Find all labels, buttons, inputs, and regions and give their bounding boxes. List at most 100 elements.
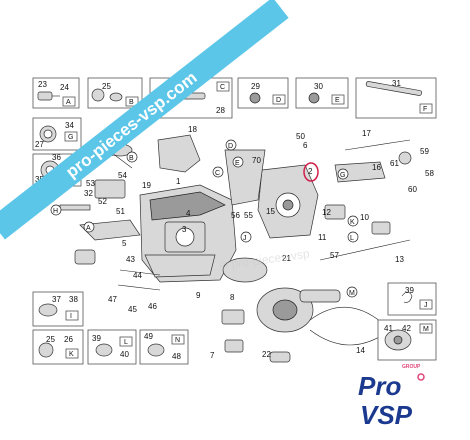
callout-70: 70 [252,156,261,165]
left-parts [59,179,291,363]
marker-m: M [349,290,355,297]
callout-8: 8 [230,293,235,302]
callout-47: 47 [108,295,117,304]
box-b-letter: B [129,99,134,106]
callout-11: 11 [318,233,327,242]
box-a-num-1: 23 [38,80,47,89]
box-m-num-1: 41 [384,324,393,333]
box-d[interactable]: 29 D [237,77,289,109]
box-k-num-1: 25 [46,335,55,344]
box-c-num-2: 28 [216,106,225,115]
marker-e: E [235,160,240,167]
callout-46: 46 [148,302,157,311]
callout-labels: 1 2 3 4 5 6 7 8 9 10 11 12 13 14 15 16 1… [84,121,434,360]
box-e-num-1: 30 [314,82,323,91]
callout-14: 14 [356,346,365,355]
box-k-letter: K [69,351,74,358]
callout-22: 22 [262,350,271,359]
box-g[interactable]: 34 27 G [32,117,82,151]
callout-19: 19 [142,181,151,190]
box-c-letter: C [220,84,225,91]
marker-h: H [53,208,58,215]
box-a-num-2: 24 [60,83,69,92]
callout-10: 10 [360,213,369,222]
callout-53: 53 [86,179,95,188]
box-i-num-1: 37 [52,295,61,304]
callout-16: 16 [372,163,381,172]
box-b-num-1: 25 [102,82,111,91]
box-j-num-1: 39 [405,286,414,295]
box-m-letter: M [423,326,429,333]
callout-3: 3 [182,225,187,234]
callout-5: 5 [122,239,127,248]
box-n[interactable]: 49 48 N [139,329,189,365]
box-n-num-2: 48 [172,352,181,361]
marker-g: G [340,172,345,179]
callout-32: 32 [84,189,93,198]
callout-21: 21 [282,254,291,263]
box-m[interactable]: 41 42 M [377,319,437,361]
callout-9: 9 [196,291,201,300]
highlight-part-2[interactable] [303,162,319,182]
callout-61: 61 [390,159,399,168]
callout-1: 1 [176,177,181,186]
box-l-num-1: 39 [92,334,101,343]
callout-54: 54 [118,171,127,180]
callout-4: 4 [186,209,191,218]
box-e-letter: E [335,97,340,104]
marker-b: B [129,155,134,162]
box-m-num-2: 42 [402,324,411,333]
callout-18: 18 [188,125,197,134]
right-parts [319,139,412,261]
marker-d: D [228,143,233,150]
callout-50: 50 [296,132,305,141]
logo-line1: Pro [358,371,401,401]
box-e[interactable]: 30 E [295,77,349,109]
callout-60: 60 [408,185,417,194]
box-d-num-1: 29 [251,82,260,91]
marker-l: L [350,235,354,242]
box-k-num-2: 26 [64,335,73,344]
box-g-num-1: 34 [65,121,74,130]
marker-j: J [243,235,247,242]
marker-k: K [350,219,355,226]
box-i-letter: I [70,313,72,320]
callout-6: 6 [303,141,308,150]
box-bearing-num-1: 36 [52,153,61,162]
callout-51: 51 [116,207,125,216]
box-d-letter: D [276,97,281,104]
callout-17: 17 [362,129,371,138]
box-f-letter: F [423,106,427,113]
box-i[interactable]: 37 38 I [32,291,84,327]
box-n-letter: N [175,337,180,344]
callout-44: 44 [133,271,142,280]
box-f[interactable]: 31 F [355,77,437,119]
letter-markers: A B C D E G H J K L M [50,139,359,298]
box-j[interactable]: 39 J [387,282,437,316]
box-l[interactable]: 39 40 L [87,329,137,365]
box-j-letter: J [424,302,428,309]
callout-12: 12 [322,208,331,217]
callout-45: 45 [128,305,137,314]
brand-logo: GROUP Pro VSP [358,364,425,430]
callout-59: 59 [420,147,429,156]
logo-tag: GROUP [402,364,421,370]
callout-56: 56 [231,211,240,220]
box-l-num-2: 40 [120,350,129,359]
callout-52: 52 [98,197,107,206]
marker-a: A [86,225,91,232]
callout-43: 43 [126,255,135,264]
box-n-num-1: 49 [144,332,153,341]
callout-15: 15 [266,207,275,216]
callout-13: 13 [395,255,404,264]
box-a[interactable]: 23 24 A [32,77,80,109]
callout-55: 55 [244,211,253,220]
callout-57: 57 [330,251,339,260]
logo-line2: VSP [360,400,413,430]
box-b[interactable]: 25 B [87,77,143,109]
box-a-letter: A [66,99,71,106]
box-i-num-2: 38 [69,295,78,304]
box-g-num-2: 27 [35,140,44,149]
box-k[interactable]: 25 26 K [32,329,84,365]
